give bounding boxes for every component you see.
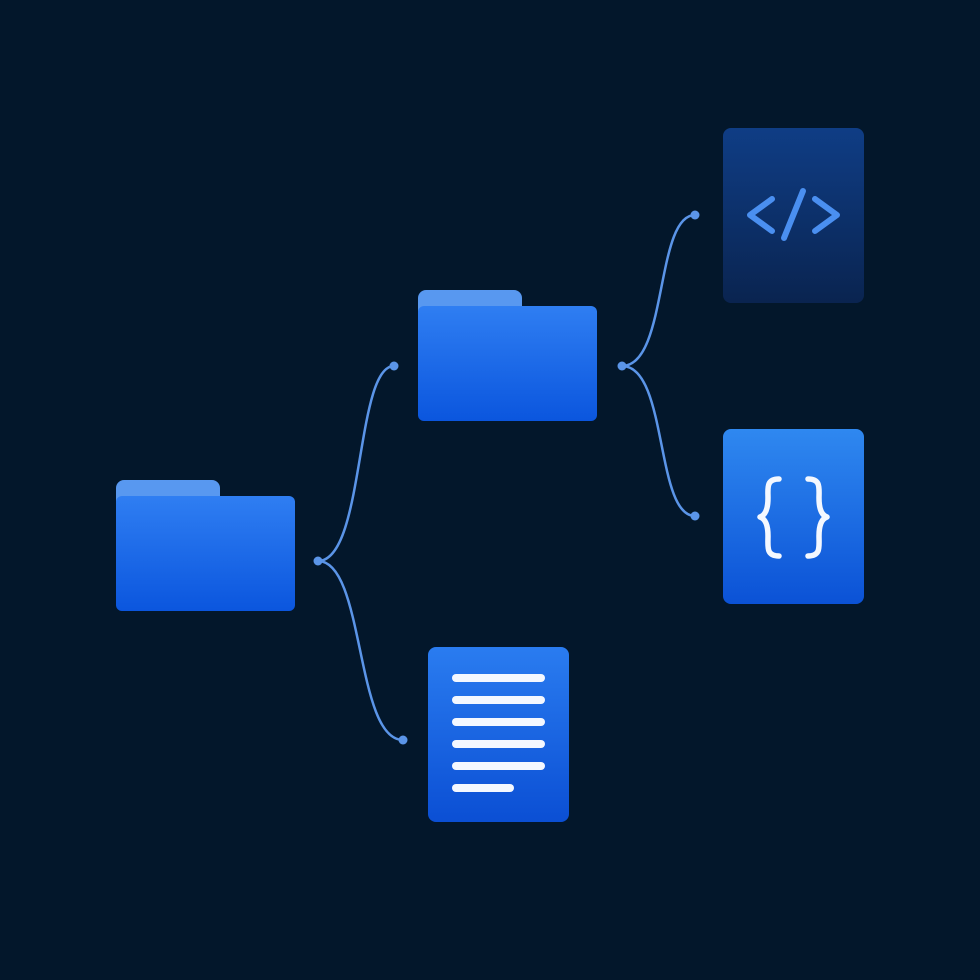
connector-dot-json-file [690,511,700,521]
code-glyph-slash [781,188,806,241]
connector-dot-subfolder-out [617,361,627,371]
left-brace-icon [757,476,782,559]
connector-dots-subfolder [617,210,700,521]
connector-dot-text-file [398,735,408,745]
connector-dot-root [313,556,323,566]
connector-group-subfolder [620,213,697,518]
connector-root-to-text-file [316,559,405,742]
connector-group-root [316,364,405,742]
folder-body [418,306,597,421]
json-file-card [723,429,864,604]
connector-dots-root [313,361,408,745]
connector-root-to-subfolder [316,364,396,563]
right-brace-icon [805,476,830,559]
code-glyph [747,188,840,241]
connector-dot-code-file [690,210,700,220]
connector-dot-subfolder [389,361,399,371]
text-file-card [428,647,569,822]
folder-body [116,496,295,611]
text-file-icon[interactable] [428,647,569,822]
connector-subfolder-to-json-file [620,364,697,518]
braces-glyph [757,476,830,559]
folder-icon[interactable] [116,480,295,611]
folder-icon[interactable] [418,290,597,421]
json-file-icon[interactable] [723,429,864,604]
code-glyph-left-angle [747,196,775,234]
connector-subfolder-to-code-file [620,213,697,368]
text-lines [452,674,545,792]
code-glyph-right-angle [812,196,840,234]
code-file-icon[interactable] [723,128,864,303]
